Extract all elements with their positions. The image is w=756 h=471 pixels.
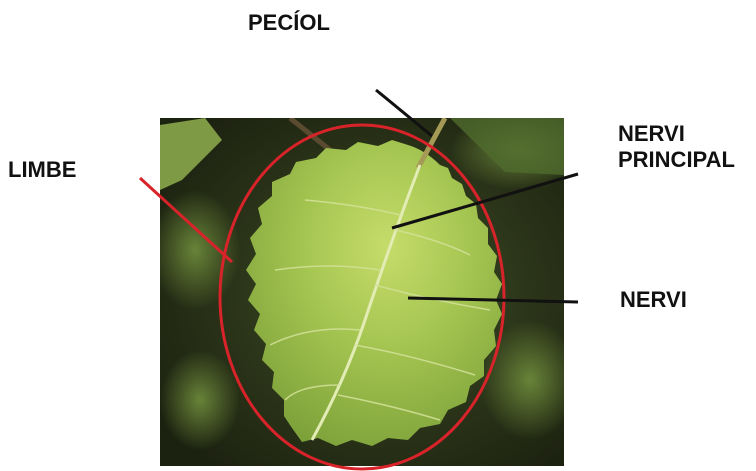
nervi-principal-label: NERVI PRINCIPAL xyxy=(618,121,735,173)
nervi-label: NERVI xyxy=(620,287,687,313)
nervi-principal-label-line2: PRINCIPAL xyxy=(618,147,735,173)
nervi-principal-label-line1: NERVI xyxy=(618,121,735,147)
peciol-label: PECÍOL xyxy=(248,10,330,36)
leaf-photo xyxy=(150,110,590,466)
limbe-label: LIMBE xyxy=(8,157,76,183)
